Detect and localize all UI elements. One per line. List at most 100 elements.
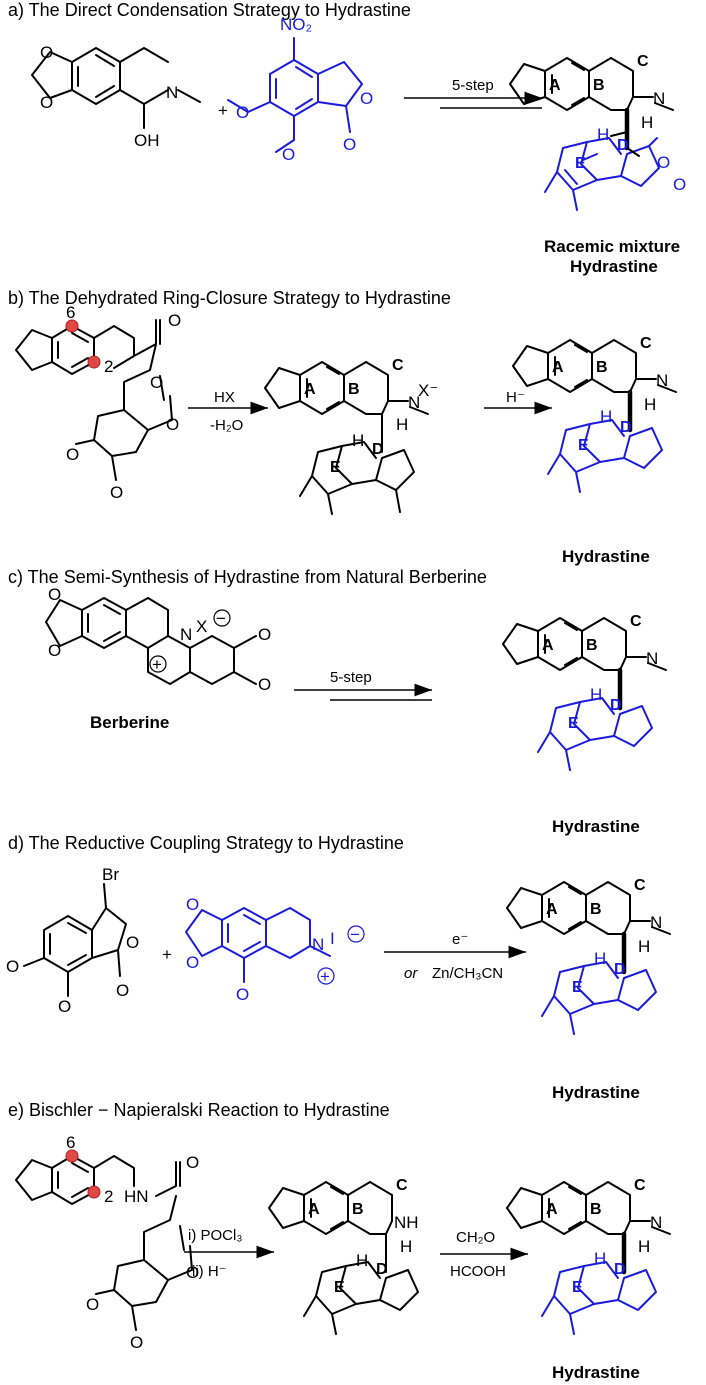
section-b-scheme: 6 2 O O O O O HX -H₂O A B C E D N X⁻ H H (15, 303, 677, 566)
ring-c-label: C (634, 1177, 646, 1194)
reagent-label: HX (214, 389, 235, 406)
ring-c-label: C (637, 53, 649, 70)
position-2-marker (87, 1185, 101, 1199)
ring-d-label: D (614, 961, 626, 978)
atom-h: H (352, 431, 364, 450)
ring-a-label: A (542, 637, 554, 654)
reagent-label: H⁻ (506, 389, 525, 406)
ring-c-label: C (640, 335, 652, 352)
atom-h: H (396, 415, 408, 434)
start-name: Berberine (90, 713, 169, 732)
section-e-scheme: 6 2 HN O O O O i) POCl₃ ii) H⁻ A B C E D… (15, 1133, 671, 1382)
ring-b-label: B (586, 637, 598, 654)
ring-d-label: D (617, 137, 629, 154)
atom-h: H (590, 685, 602, 704)
minus-charge: − (216, 609, 226, 628)
atom-n: N (653, 89, 665, 108)
atom-o: O (186, 1263, 199, 1282)
section-e-title: e) Bischler − Napieralski Reaction to Hy… (8, 1100, 390, 1120)
amide-precursor: 6 2 O O O O O (15, 303, 181, 502)
hydrastine-product: A B C E D N H H (512, 335, 677, 493)
reagent-label: 5-step (330, 669, 372, 686)
reagent-label: e⁻ (452, 931, 468, 948)
plus-sign: + (162, 945, 172, 964)
nor-hydrastine-intermediate: A B C E D NH H H (268, 1177, 419, 1335)
hydrastine-product: A B C E D N H (502, 613, 667, 771)
atom-o: O (40, 43, 53, 62)
ring-a-label: A (546, 901, 558, 918)
counterion-x: X⁻ (418, 381, 438, 400)
reagent-or: or (404, 965, 418, 982)
reagent-label: 5-step (452, 77, 494, 94)
reagent-label: Zn/CH₃CN (432, 965, 503, 982)
counterion-x: X (196, 617, 207, 636)
product-name: Hydrastine (562, 547, 650, 566)
ring-a-label: A (549, 77, 561, 94)
atom-no2: NO₂ (280, 15, 312, 34)
section-a-scheme: O O N OH + NO₂ O O O O 5-step (31, 15, 686, 276)
ring-e-label: E (572, 979, 583, 996)
atom-h: H (597, 125, 609, 144)
ring-e-label: E (568, 715, 579, 732)
atom-h: H (356, 1251, 368, 1270)
plus-charge: + (320, 967, 330, 986)
ring-a-label: A (304, 381, 316, 398)
atom-o: O (58, 997, 71, 1016)
atom-o: O (110, 483, 123, 502)
reagent-label: CH₂O (456, 1229, 495, 1246)
reagent-label: HCOOH (450, 1263, 506, 1280)
product-name: Hydrastine (552, 817, 640, 836)
atom-o: O (168, 311, 181, 330)
ring-e-label: E (572, 1279, 583, 1296)
minus-charge: − (350, 925, 360, 944)
atom-o: O (186, 1153, 199, 1172)
ring-a-label: A (546, 1201, 558, 1218)
ring-d-label: D (610, 697, 622, 714)
ring-c-label: C (630, 613, 642, 630)
berberine-structure: O O N X − + O O (45, 585, 271, 694)
atom-h: H (600, 407, 612, 426)
atom-o: O (150, 373, 163, 392)
atom-o: O (166, 415, 179, 434)
atom-o: O (657, 153, 670, 172)
atom-o: O (258, 625, 271, 644)
atom-h: H (638, 937, 650, 956)
hydroxy-tetrahydroisoquinoline: O O N OH (31, 43, 201, 150)
atom-h: H (641, 113, 653, 132)
product-name-line2: Hydrastine (570, 257, 658, 276)
ring-a-label: A (552, 359, 564, 376)
section-c-title: c) The Semi-Synthesis of Hydrastine from… (8, 567, 487, 587)
atom-o: O (6, 957, 19, 976)
bromophthalide: Br O O O O (6, 865, 139, 1016)
atom-o: O (343, 135, 356, 154)
section-c-scheme: O O N X − + O O Berberine 5-step A B C E… (45, 585, 667, 836)
iminium-intermediate: A B C E D N X⁻ H H (264, 357, 438, 515)
ring-b-label: B (590, 901, 602, 918)
atom-n: N (166, 83, 178, 102)
atom-nh: NH (394, 1213, 419, 1232)
atom-o: O (186, 953, 199, 972)
atom-h: H (644, 395, 656, 414)
ring-c-label: C (392, 357, 404, 374)
atom-h: H (400, 1237, 412, 1256)
ring-b-label: B (348, 381, 360, 398)
position-6-marker (65, 319, 79, 333)
reagent-label: -H₂O (210, 417, 243, 434)
atom-br: Br (102, 865, 119, 884)
atom-o: O (40, 93, 53, 112)
atom-h: H (638, 1237, 650, 1256)
position-2-label: 2 (104, 1187, 113, 1206)
ring-b-label: B (590, 1201, 602, 1218)
ring-d-label: D (620, 419, 632, 436)
ring-c-label: C (634, 877, 646, 894)
atom-n: N (650, 1213, 662, 1232)
section-d-title: d) The Reductive Coupling Strategy to Hy… (8, 833, 404, 853)
atom-o: O (48, 585, 61, 604)
atom-hn: HN (124, 1187, 149, 1206)
product-name: Hydrastine (552, 1083, 640, 1102)
atom-n: N (312, 935, 324, 954)
ring-e-label: E (330, 459, 341, 476)
plus-charge: + (152, 655, 162, 674)
atom-n: N (646, 649, 658, 668)
